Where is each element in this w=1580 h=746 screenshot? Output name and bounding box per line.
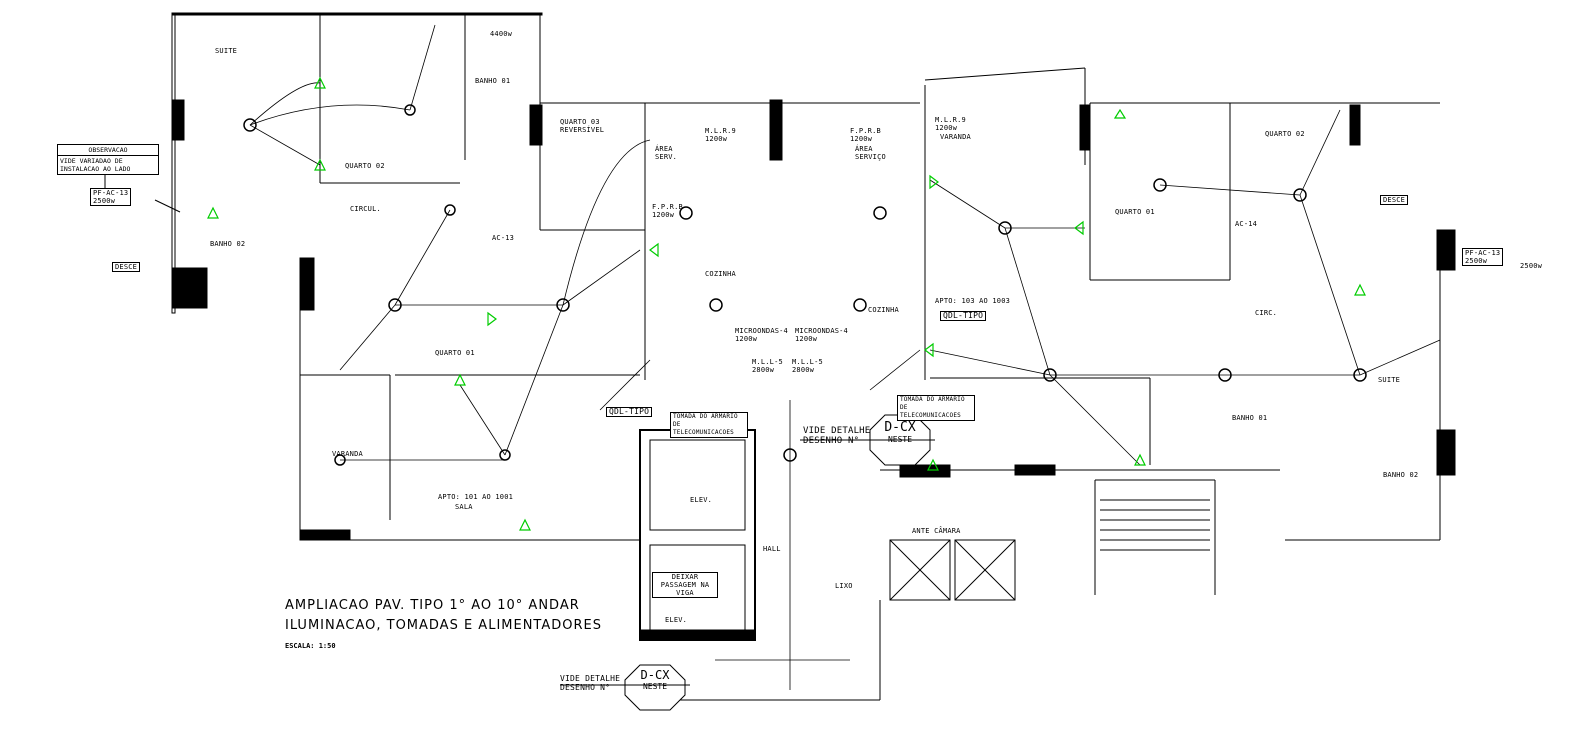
ac14-label: AC-14 [1235, 220, 1258, 228]
telecom-left: TOMADA DO ARMARIO DE TELECOMUNICACOES [670, 412, 748, 438]
mlr-left-label: M.L.R.9 [705, 127, 736, 135]
telecom-right: TOMADA DO ARMARIO DE TELECOMUNICACOES [897, 395, 975, 421]
annotation-leaders [104, 175, 181, 213]
room-label: VARANDA [332, 450, 363, 458]
room-label: SUITE [215, 47, 238, 55]
detail-code: D-CX [884, 420, 916, 435]
walls [171, 12, 1456, 701]
desce-left: DESCE [112, 262, 141, 272]
room-label: SUITE [1378, 376, 1401, 384]
room-label: HALL [763, 545, 781, 553]
room-label: ÁREA SERV. [655, 145, 678, 161]
room-label: CIRCUL. [350, 205, 381, 213]
fprb-left-power: 1200w [652, 211, 675, 219]
room-label: LIXO [835, 582, 853, 590]
fprb-right-power: 1200w [850, 135, 873, 143]
shower-power: 4400w [490, 30, 513, 38]
microwave-left-label: MICROONDAS-4 [735, 327, 788, 335]
room-label: COZINHA [868, 306, 899, 314]
vide-detalhe: VIDE DETALHE [560, 674, 621, 683]
detail-code: D-CX [640, 668, 670, 682]
vide-detalhe: VIDE DETALHE [803, 426, 871, 436]
drawing-title: AMPLIACAO PAV. TIPO 1° AO 10° ANDAR [285, 598, 580, 613]
circuit-wiring [249, 24, 1441, 690]
microwave-left-power: 1200w [735, 335, 758, 343]
outlet-markers [207, 76, 1366, 531]
stair-treads [1100, 499, 1210, 551]
microwave-right-power: 1200w [795, 335, 818, 343]
drawing-scale: ESCALA: 1:50 [285, 642, 336, 650]
fprb-right-label: F.P.R.B [850, 127, 881, 135]
ac13-label: AC-13 [492, 234, 515, 242]
qdl-tipo-left: QDL-TIPO [606, 407, 653, 417]
room-label: QUARTO 01 [435, 349, 475, 357]
light-fixtures [243, 104, 1367, 466]
room-label: BANHO 02 [1383, 471, 1419, 479]
room-label: VARANDA [940, 133, 971, 141]
room-label: APTO: 103 AO 1003 [935, 297, 1011, 305]
pf-ac-left-label: PF-AC-13 [93, 189, 129, 197]
mll-right-power: 2800w [792, 366, 815, 374]
desce-right: DESCE [1380, 195, 1409, 205]
mll-right-label: M.L.L-5 [792, 358, 823, 366]
fprb-left-label: F.P.R.B [652, 203, 683, 211]
drawing-subtitle: ILUMINACAO, TOMADAS E ALIMENTADORES [285, 618, 603, 633]
beam-passage-note: DEIXAR PASSAGEM NA VIGA [652, 572, 718, 598]
pf-ac-right-power: 2500w [1465, 257, 1488, 265]
mlr-right-power: 1200w [935, 124, 958, 132]
room-label: ANTE CÂMARA [912, 527, 961, 535]
pf-ac-left-power: 2500w [93, 197, 116, 205]
room-label: SALA [455, 503, 473, 511]
desenho-no: DESENHO N° [803, 436, 860, 446]
room-label: BANHO 01 [1232, 414, 1268, 422]
room-label: QUARTO 01 [1115, 208, 1155, 216]
qdl-tipo-right: QDL-TIPO [940, 311, 987, 321]
power-right: 2500w [1520, 262, 1543, 270]
detail-where: NESTE [887, 435, 913, 444]
mlr-left-power: 1200w [705, 135, 728, 143]
room-label: APTO: 101 AO 1001 [438, 493, 514, 501]
detail-octagons [560, 414, 935, 711]
room-label: ELEV. [690, 496, 713, 504]
desenho-no: DESENHO N° [560, 683, 611, 692]
observation-text: VIDE VARIADAO DE INSTALACAO AO LADO [60, 157, 131, 173]
room-label: CIRC. [1255, 309, 1278, 317]
room-label: QUARTO 02 [1265, 130, 1305, 138]
observation-note: OBSERVACAO VIDE VARIADAO DE INSTALACAO A… [57, 144, 159, 175]
observation-heading: OBSERVACAO [58, 145, 158, 156]
room-label: QUARTO 02 [345, 162, 385, 170]
room-label: QUARTO 03 REVERSÍVEL [560, 118, 605, 134]
room-label: BANHO 01 [475, 77, 511, 85]
pf-ac-right-label: PF-AC-13 [1465, 249, 1501, 257]
microwave-right-label: MICROONDAS-4 [795, 327, 848, 335]
detail-where: NESTE [642, 682, 668, 691]
mll-left-power: 2800w [752, 366, 775, 374]
mlr-right-label: M.L.R.9 [935, 116, 966, 124]
room-label: ELEV. [665, 616, 688, 624]
mll-left-label: M.L.L-5 [752, 358, 783, 366]
room-label: ÁREA SERVIÇO [855, 145, 886, 161]
room-label: COZINHA [705, 270, 736, 278]
room-label: BANHO 02 [210, 240, 246, 248]
